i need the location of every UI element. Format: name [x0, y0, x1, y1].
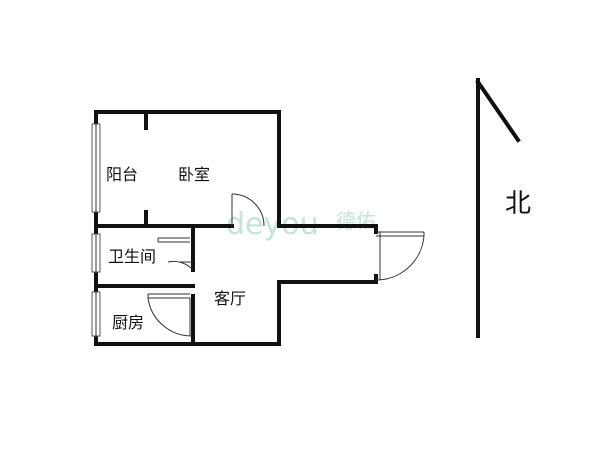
bathroom-door — [157, 237, 194, 271]
entrance-door — [375, 231, 425, 281]
room-label-living-room: 客厅 — [214, 289, 246, 308]
north-arrow-head — [475, 79, 521, 143]
room-labels: 阳台 卧室 卫生间 客厅 厨房 — [106, 165, 246, 332]
room-label-bedroom: 卧室 — [178, 165, 210, 184]
room-label-balcony: 阳台 — [106, 165, 138, 184]
room-label-bathroom: 卫生间 — [108, 247, 156, 266]
watermark-text: 德佑 — [336, 209, 376, 233]
doors — [147, 193, 425, 337]
room-label-kitchen: 厨房 — [112, 313, 144, 332]
north-label: 北 — [505, 189, 531, 219]
bedroom-door — [231, 193, 265, 227]
kitchen-door — [147, 293, 193, 337]
windows — [91, 123, 101, 337]
north-arrow: 北 — [475, 78, 531, 338]
